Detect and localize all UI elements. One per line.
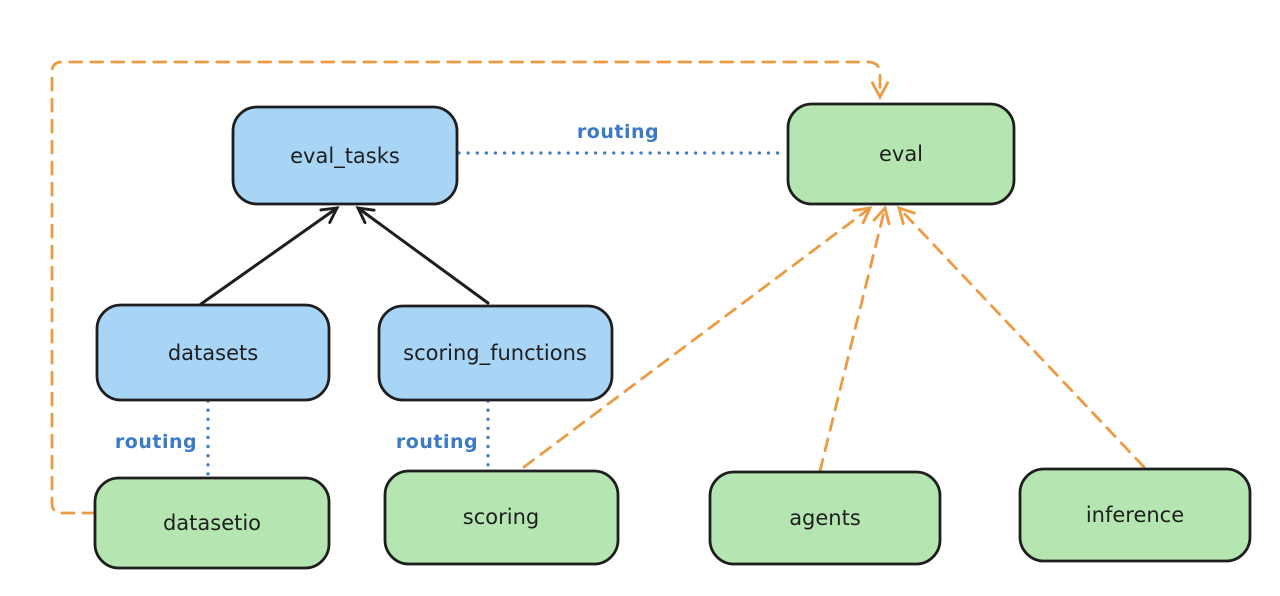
- node-datasetio-box: [93, 476, 331, 570]
- node-scoring-box: [383, 469, 620, 566]
- node-inference: inference: [1018, 467, 1252, 563]
- node-datasets-label: datasets: [168, 341, 258, 365]
- node-agents: agents: [708, 470, 942, 566]
- node-scoring-functions-box: [377, 304, 614, 402]
- node-eval: eval: [786, 102, 1016, 206]
- node-agents-label: agents: [789, 506, 861, 530]
- edge-scoring-to-eval: [522, 206, 873, 469]
- node-eval-tasks-box: [231, 105, 459, 206]
- node-scoring-label: scoring: [463, 505, 539, 529]
- node-inference-box: [1018, 467, 1252, 563]
- node-inference-label: inference: [1086, 503, 1184, 527]
- node-scoring-functions-label: scoring_functions: [403, 341, 587, 366]
- edge-agents-to-eval: [818, 205, 891, 473]
- edge-label-routing-scoring: routing: [396, 431, 478, 453]
- node-datasets-box: [95, 303, 331, 402]
- edge-label-routing-datasets: routing: [115, 431, 197, 453]
- node-agents-box: [708, 470, 942, 566]
- edge-datasetio-to-eval: [50, 60, 890, 515]
- node-datasetio: datasetio: [93, 476, 331, 570]
- node-scoring-functions: scoring_functions: [377, 304, 614, 402]
- node-scoring: scoring: [383, 469, 620, 566]
- node-eval-tasks: eval_tasks: [231, 105, 459, 206]
- node-eval-box: [786, 102, 1016, 206]
- edge-scoringfunctions-to-evaltasks: [355, 206, 490, 305]
- edge-label-routing-top: routing: [577, 121, 659, 143]
- edge-datasets-to-evaltasks: [199, 206, 340, 306]
- node-eval-label: eval: [879, 142, 923, 166]
- edge-inference-to-eval: [896, 205, 1146, 469]
- node-datasetio-label: datasetio: [163, 511, 261, 535]
- node-datasets: datasets: [95, 303, 331, 402]
- node-eval-tasks-label: eval_tasks: [290, 144, 400, 169]
